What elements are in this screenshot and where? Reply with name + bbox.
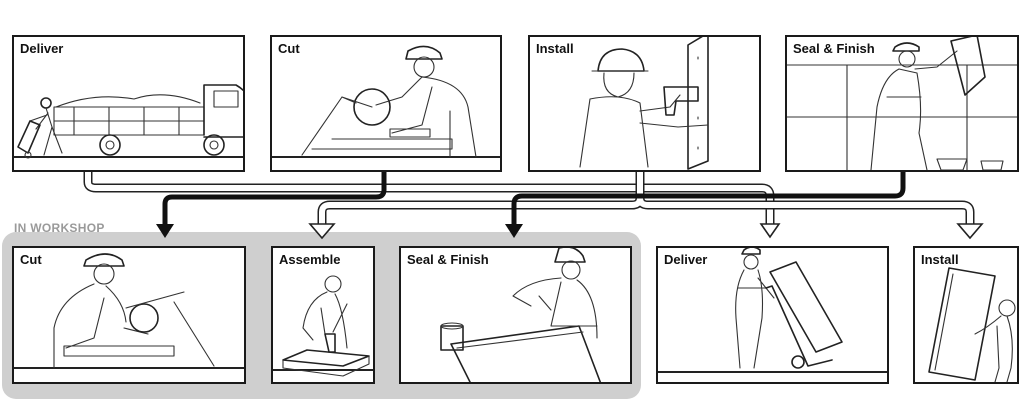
panel-label: Seal & Finish xyxy=(407,252,489,267)
arrowhead-to-install xyxy=(956,223,984,240)
workshop-cut-illustration xyxy=(14,253,244,369)
panel-workshop-cut: Cut xyxy=(12,246,246,384)
arrowhead-to-workshop-seal xyxy=(505,224,523,238)
panel-top-cut: Cut xyxy=(270,35,502,172)
connector-outline-install-branches xyxy=(317,172,975,226)
panel-top-deliver: Deliver xyxy=(12,35,245,172)
panel-label: Assemble xyxy=(279,252,341,267)
workshop-title: IN WORKSHOP xyxy=(14,221,105,235)
cutting-saw-illustration xyxy=(272,45,500,158)
panel-bottom-install: Install xyxy=(913,246,1019,384)
hand-truck-delivery-illustration xyxy=(658,248,887,373)
panel-top-install: Install xyxy=(528,35,761,172)
install-drill-illustration xyxy=(579,37,709,170)
install-panel-illustration xyxy=(928,267,1016,382)
delivery-truck-illustration xyxy=(14,84,243,159)
panel-label: Deliver xyxy=(20,41,64,56)
panel-workshop-seal-finish: Seal & Finish xyxy=(399,246,632,384)
panel-label: Install xyxy=(536,41,574,56)
arrowhead-to-deliver xyxy=(759,223,781,239)
panel-workshop-assemble: Assemble xyxy=(271,246,375,384)
panel-label: Cut xyxy=(278,41,300,56)
workshop-seal-illustration xyxy=(440,248,602,382)
connector-cut-to-workshop-cut xyxy=(162,172,387,226)
seal-finish-illustration xyxy=(787,37,1017,170)
panel-top-seal-finish: Seal & Finish xyxy=(785,35,1019,172)
connector-seal-to-workshop-seal xyxy=(511,172,906,226)
assemble-illustration xyxy=(273,275,373,377)
panel-bottom-deliver: Deliver xyxy=(656,246,889,384)
arrowhead-to-workshop-cut xyxy=(156,224,174,238)
arrowhead-to-assemble xyxy=(308,223,336,240)
panel-label: Cut xyxy=(20,252,42,267)
panel-label: Deliver xyxy=(664,252,708,267)
panel-label: Install xyxy=(921,252,959,267)
panel-label: Seal & Finish xyxy=(793,41,875,56)
